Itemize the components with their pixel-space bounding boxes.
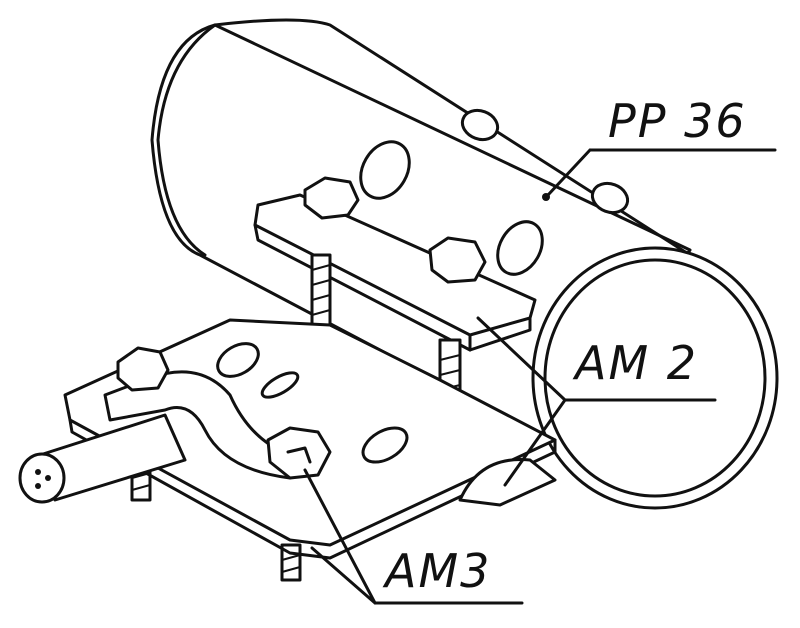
upper-clamp-plate — [253, 193, 537, 352]
pipe — [150, 18, 779, 510]
label-am2: AM 2 — [575, 336, 699, 390]
label-pp36: PP 36 — [608, 94, 747, 148]
hex-bolts — [116, 176, 487, 480]
pipe-end-outer — [531, 246, 779, 510]
leader-lines — [303, 148, 777, 605]
pipe-end-inner — [543, 258, 767, 498]
label-am3: AM3 — [385, 544, 492, 598]
cable — [18, 413, 187, 504]
